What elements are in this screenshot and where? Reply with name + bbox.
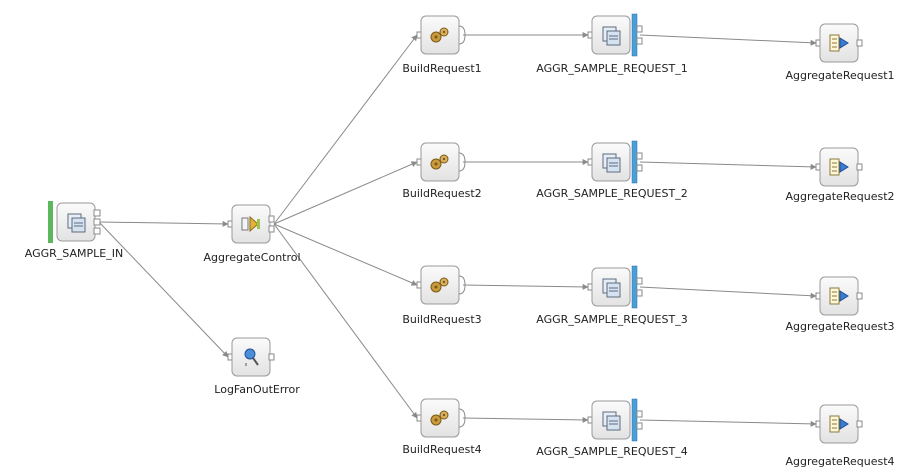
output-terminal[interactable] [856, 163, 863, 171]
connection-b3-to-q3[interactable] [462, 283, 589, 290]
node-trace[interactable]: LogFanOutError [214, 337, 300, 396]
output-terminal[interactable] [636, 410, 643, 418]
node-compute[interactable]: BuildRequest1 [402, 15, 482, 75]
node-mq-output[interactable]: AGGR_SAMPLE_REQUEST_3 [536, 265, 688, 326]
output-terminal[interactable] [856, 292, 863, 300]
connection-q3-to-a3[interactable] [639, 286, 817, 299]
node-label: AggregateRequest2 [785, 190, 894, 203]
output-terminal[interactable] [856, 39, 863, 47]
node-compute[interactable]: BuildRequest3 [402, 265, 482, 326]
aggregate-request-icon [829, 415, 849, 433]
output-queue-bar [631, 140, 638, 184]
node-label: AggregateRequest4 [785, 455, 894, 468]
output-terminal[interactable] [93, 227, 101, 235]
connection-b4-to-q4[interactable] [462, 416, 589, 423]
node-aggregate-request[interactable]: AggregateRequest2 [785, 147, 895, 203]
output-terminal[interactable] [458, 408, 466, 428]
node-label: AGGR_SAMPLE_REQUEST_3 [536, 313, 687, 326]
node-label: AggregateRequest1 [785, 69, 894, 82]
output-terminal[interactable] [93, 218, 101, 226]
node-label: AGGR_SAMPLE_REQUEST_2 [536, 187, 687, 200]
connection-ctrl-to-b1[interactable] [273, 34, 418, 225]
node-label: BuildRequest2 [402, 187, 481, 200]
node-mq-output[interactable]: AGGR_SAMPLE_REQUEST_1 [536, 13, 688, 75]
mq-output-icon [602, 153, 621, 173]
node-label: LogFanOutError [214, 383, 300, 396]
connection-ctrl-to-b3[interactable] [273, 223, 418, 286]
node-label: AggregateRequest3 [785, 320, 894, 333]
trace-icon [244, 348, 259, 366]
mq-output-icon [602, 278, 621, 298]
node-compute[interactable]: BuildRequest2 [402, 142, 482, 200]
connections [98, 32, 817, 427]
output-queue-bar [631, 13, 638, 57]
node-compute[interactable]: BuildRequest4 [402, 398, 482, 456]
output-terminal[interactable] [636, 164, 643, 172]
node-label: AggregateControl [203, 251, 300, 264]
compute-icon [430, 410, 449, 426]
node-label: BuildRequest3 [402, 313, 481, 326]
output-queue-bar [631, 398, 638, 442]
node-label: AGGR_SAMPLE_REQUEST_4 [536, 445, 687, 458]
node-label: BuildRequest1 [402, 62, 481, 75]
output-terminal[interactable] [636, 25, 643, 33]
mq-output-icon [602, 411, 621, 431]
node-mq-output[interactable]: AGGR_SAMPLE_REQUEST_4 [536, 398, 688, 458]
input-queue-bar [48, 201, 53, 243]
aggregate-request-icon [829, 158, 849, 176]
connection-ctrl-to-b2[interactable] [273, 161, 418, 225]
compute-icon [430, 27, 449, 43]
output-terminal[interactable] [458, 152, 466, 172]
output-terminal[interactable] [636, 152, 643, 160]
mq-output-icon [602, 26, 621, 46]
connection-in-to-ctrl[interactable] [98, 220, 229, 227]
node-aggregate-request[interactable]: AggregateRequest3 [785, 276, 895, 333]
output-terminal[interactable] [93, 209, 101, 217]
output-terminal[interactable] [458, 25, 466, 45]
output-terminal[interactable] [636, 277, 643, 285]
output-terminal[interactable] [268, 215, 275, 223]
compute-icon [430, 277, 449, 293]
node-label: AGGR_SAMPLE_IN [25, 247, 123, 260]
node-label: AGGR_SAMPLE_REQUEST_1 [536, 62, 687, 75]
aggregate-request-icon [829, 34, 849, 52]
aggregate-control-icon [241, 215, 260, 233]
output-terminal[interactable] [636, 422, 643, 430]
compute-icon [430, 154, 449, 170]
connection-in-to-log[interactable] [98, 221, 229, 358]
node-aggregate-request[interactable]: AggregateRequest1 [785, 23, 895, 82]
output-terminal[interactable] [636, 289, 643, 297]
connection-q1-to-a1[interactable] [639, 34, 817, 46]
output-queue-bar [631, 265, 638, 309]
connection-q2-to-a2[interactable] [639, 161, 817, 170]
aggregate-request-icon [829, 287, 849, 305]
node-mq-output[interactable]: AGGR_SAMPLE_REQUEST_2 [536, 140, 688, 200]
node-label: BuildRequest4 [402, 443, 481, 456]
output-terminal[interactable] [856, 420, 863, 428]
connection-q4-to-a4[interactable] [639, 419, 817, 427]
output-terminal[interactable] [458, 275, 466, 295]
nodes: AGGR_SAMPLE_IN AggregateControlLogFanOutE… [25, 13, 895, 468]
node-aggregate-request[interactable]: AggregateRequest4 [785, 404, 895, 468]
node-aggregate-control[interactable]: AggregateControl [203, 204, 301, 264]
connection-ctrl-to-b4[interactable] [273, 223, 418, 419]
output-terminal[interactable] [636, 37, 643, 45]
output-terminal[interactable] [268, 353, 275, 361]
node-mq-input[interactable]: AGGR_SAMPLE_IN [25, 201, 123, 260]
output-terminal[interactable] [268, 225, 275, 233]
mq-input-icon [67, 213, 86, 233]
